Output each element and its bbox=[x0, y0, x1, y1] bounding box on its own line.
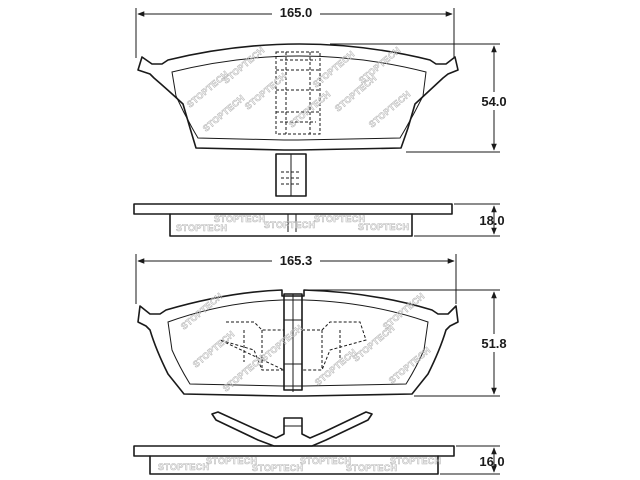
top-pad-front-view: STOPTECH STOPTECH STOPTECH STOPTECH STOP… bbox=[137, 43, 459, 197]
stoptech-watermark: STOPTECH bbox=[201, 93, 247, 134]
top-width-dimension: 165.0 bbox=[135, 4, 455, 58]
bottom-thickness-dimension: 16.0 bbox=[440, 445, 505, 475]
stoptech-watermark: STOPTECH bbox=[243, 71, 289, 112]
top-thickness-dimension: 18.0 bbox=[414, 203, 505, 237]
top-width-label: 165.0 bbox=[280, 5, 313, 20]
bottom-thickness-label: 16.0 bbox=[479, 454, 504, 469]
stoptech-watermark: STOPTECH bbox=[221, 45, 267, 86]
stoptech-watermark: STOPTECH bbox=[390, 456, 441, 466]
bottom-pad-side-view: STOPTECH STOPTECH STOPTECH STOPTECH STOP… bbox=[133, 445, 455, 475]
stoptech-watermark: STOPTECH bbox=[176, 223, 227, 233]
bottom-clip-outline bbox=[219, 321, 367, 371]
stoptech-watermark: STOPTECH bbox=[252, 463, 303, 473]
stoptech-watermark: STOPTECH bbox=[387, 345, 433, 386]
bottom-friction-material bbox=[167, 299, 429, 387]
bottom-side-backing bbox=[133, 445, 455, 457]
stoptech-watermark: STOPTECH bbox=[311, 49, 357, 90]
stoptech-watermark: STOPTECH bbox=[300, 456, 351, 466]
bottom-backing-plate bbox=[137, 289, 459, 397]
top-clip bbox=[275, 153, 307, 197]
bottom-center-rib bbox=[283, 293, 303, 392]
top-side-friction bbox=[169, 213, 413, 237]
stoptech-watermark: STOPTECH bbox=[179, 291, 225, 332]
stoptech-watermark: STOPTECH bbox=[191, 329, 237, 370]
top-friction-material bbox=[171, 55, 427, 141]
top-backing-plate bbox=[137, 43, 459, 151]
top-pad-side-view: STOPTECH STOPTECH STOPTECH STOPTECH STOP… bbox=[133, 203, 453, 237]
top-side-backing bbox=[133, 203, 453, 215]
bottom-pad-watermarks: STOPTECH STOPTECH STOPTECH STOPTECH STOP… bbox=[179, 291, 433, 394]
stoptech-watermark: STOPTECH bbox=[214, 214, 265, 224]
bottom-width-label: 165.3 bbox=[280, 253, 313, 268]
stoptech-watermark: STOPTECH bbox=[333, 73, 379, 114]
stoptech-watermark: STOPTECH bbox=[367, 89, 413, 130]
bottom-height-label: 51.8 bbox=[481, 336, 506, 351]
top-height-label: 54.0 bbox=[481, 94, 506, 109]
stoptech-watermark: STOPTECH bbox=[158, 462, 209, 472]
stoptech-watermark: STOPTECH bbox=[259, 323, 305, 364]
top-pad-watermarks: STOPTECH STOPTECH STOPTECH STOPTECH STOP… bbox=[185, 45, 413, 134]
bottom-spring-clip bbox=[211, 411, 373, 447]
bottom-pad-front-view: STOPTECH STOPTECH STOPTECH STOPTECH STOP… bbox=[137, 289, 459, 397]
top-height-dimension: 54.0 bbox=[330, 43, 516, 153]
bottom-width-dimension: 165.3 bbox=[135, 252, 457, 304]
stoptech-watermark: STOPTECH bbox=[221, 353, 267, 394]
stoptech-watermark: STOPTECH bbox=[346, 463, 397, 473]
stoptech-watermark: STOPTECH bbox=[206, 456, 257, 466]
bottom-side-friction bbox=[149, 455, 439, 475]
top-center-slot bbox=[275, 51, 321, 135]
stoptech-watermark: STOPTECH bbox=[381, 291, 427, 332]
top-thickness-label: 18.0 bbox=[479, 213, 504, 228]
stoptech-watermark: STOPTECH bbox=[358, 222, 409, 232]
stoptech-watermark: STOPTECH bbox=[313, 347, 359, 388]
stoptech-watermark: STOPTECH bbox=[264, 220, 315, 230]
stoptech-watermark: STOPTECH bbox=[314, 214, 365, 224]
bottom-height-dimension: 51.8 bbox=[304, 289, 516, 397]
